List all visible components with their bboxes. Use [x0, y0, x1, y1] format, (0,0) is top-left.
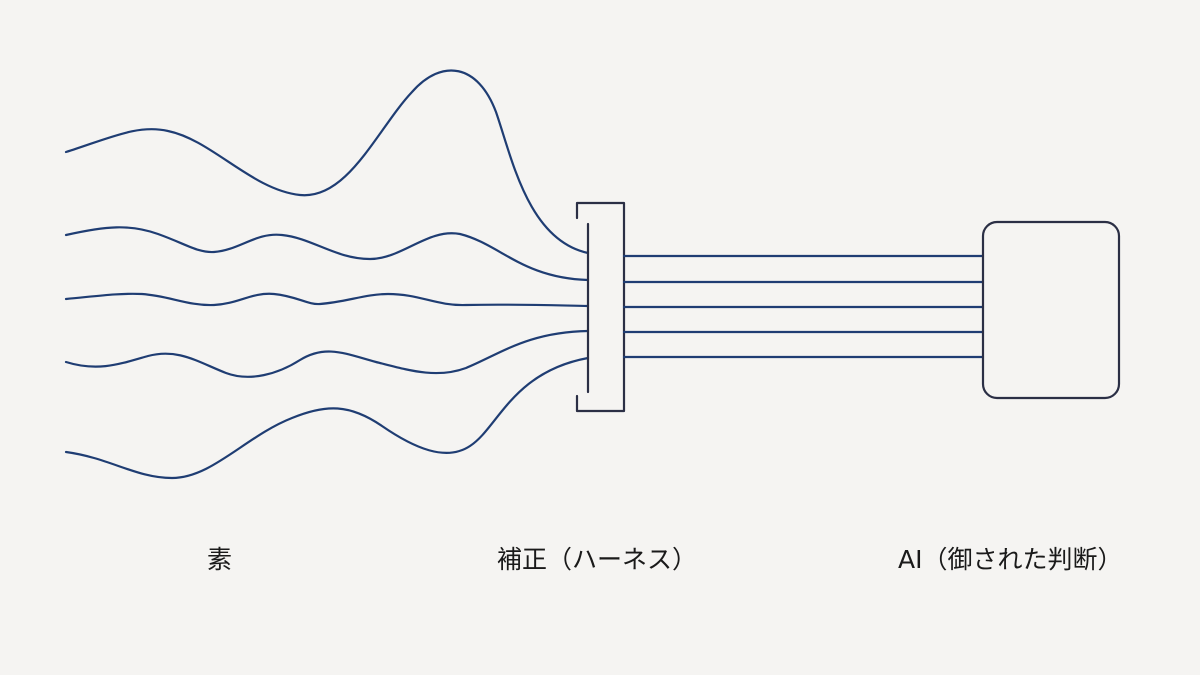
- ai-box: [981, 220, 1121, 400]
- label-harness: 補正（ハーネス）: [497, 545, 698, 574]
- input-stream-3: [64, 292, 590, 308]
- label-ai: AI（御された判断）: [898, 545, 1123, 574]
- input-stream-4: [64, 329, 590, 378]
- input-stream-2: [64, 226, 590, 282]
- label-raw: 素: [207, 545, 233, 574]
- input-stream-1: [64, 69, 590, 255]
- input-stream-5: [64, 356, 590, 480]
